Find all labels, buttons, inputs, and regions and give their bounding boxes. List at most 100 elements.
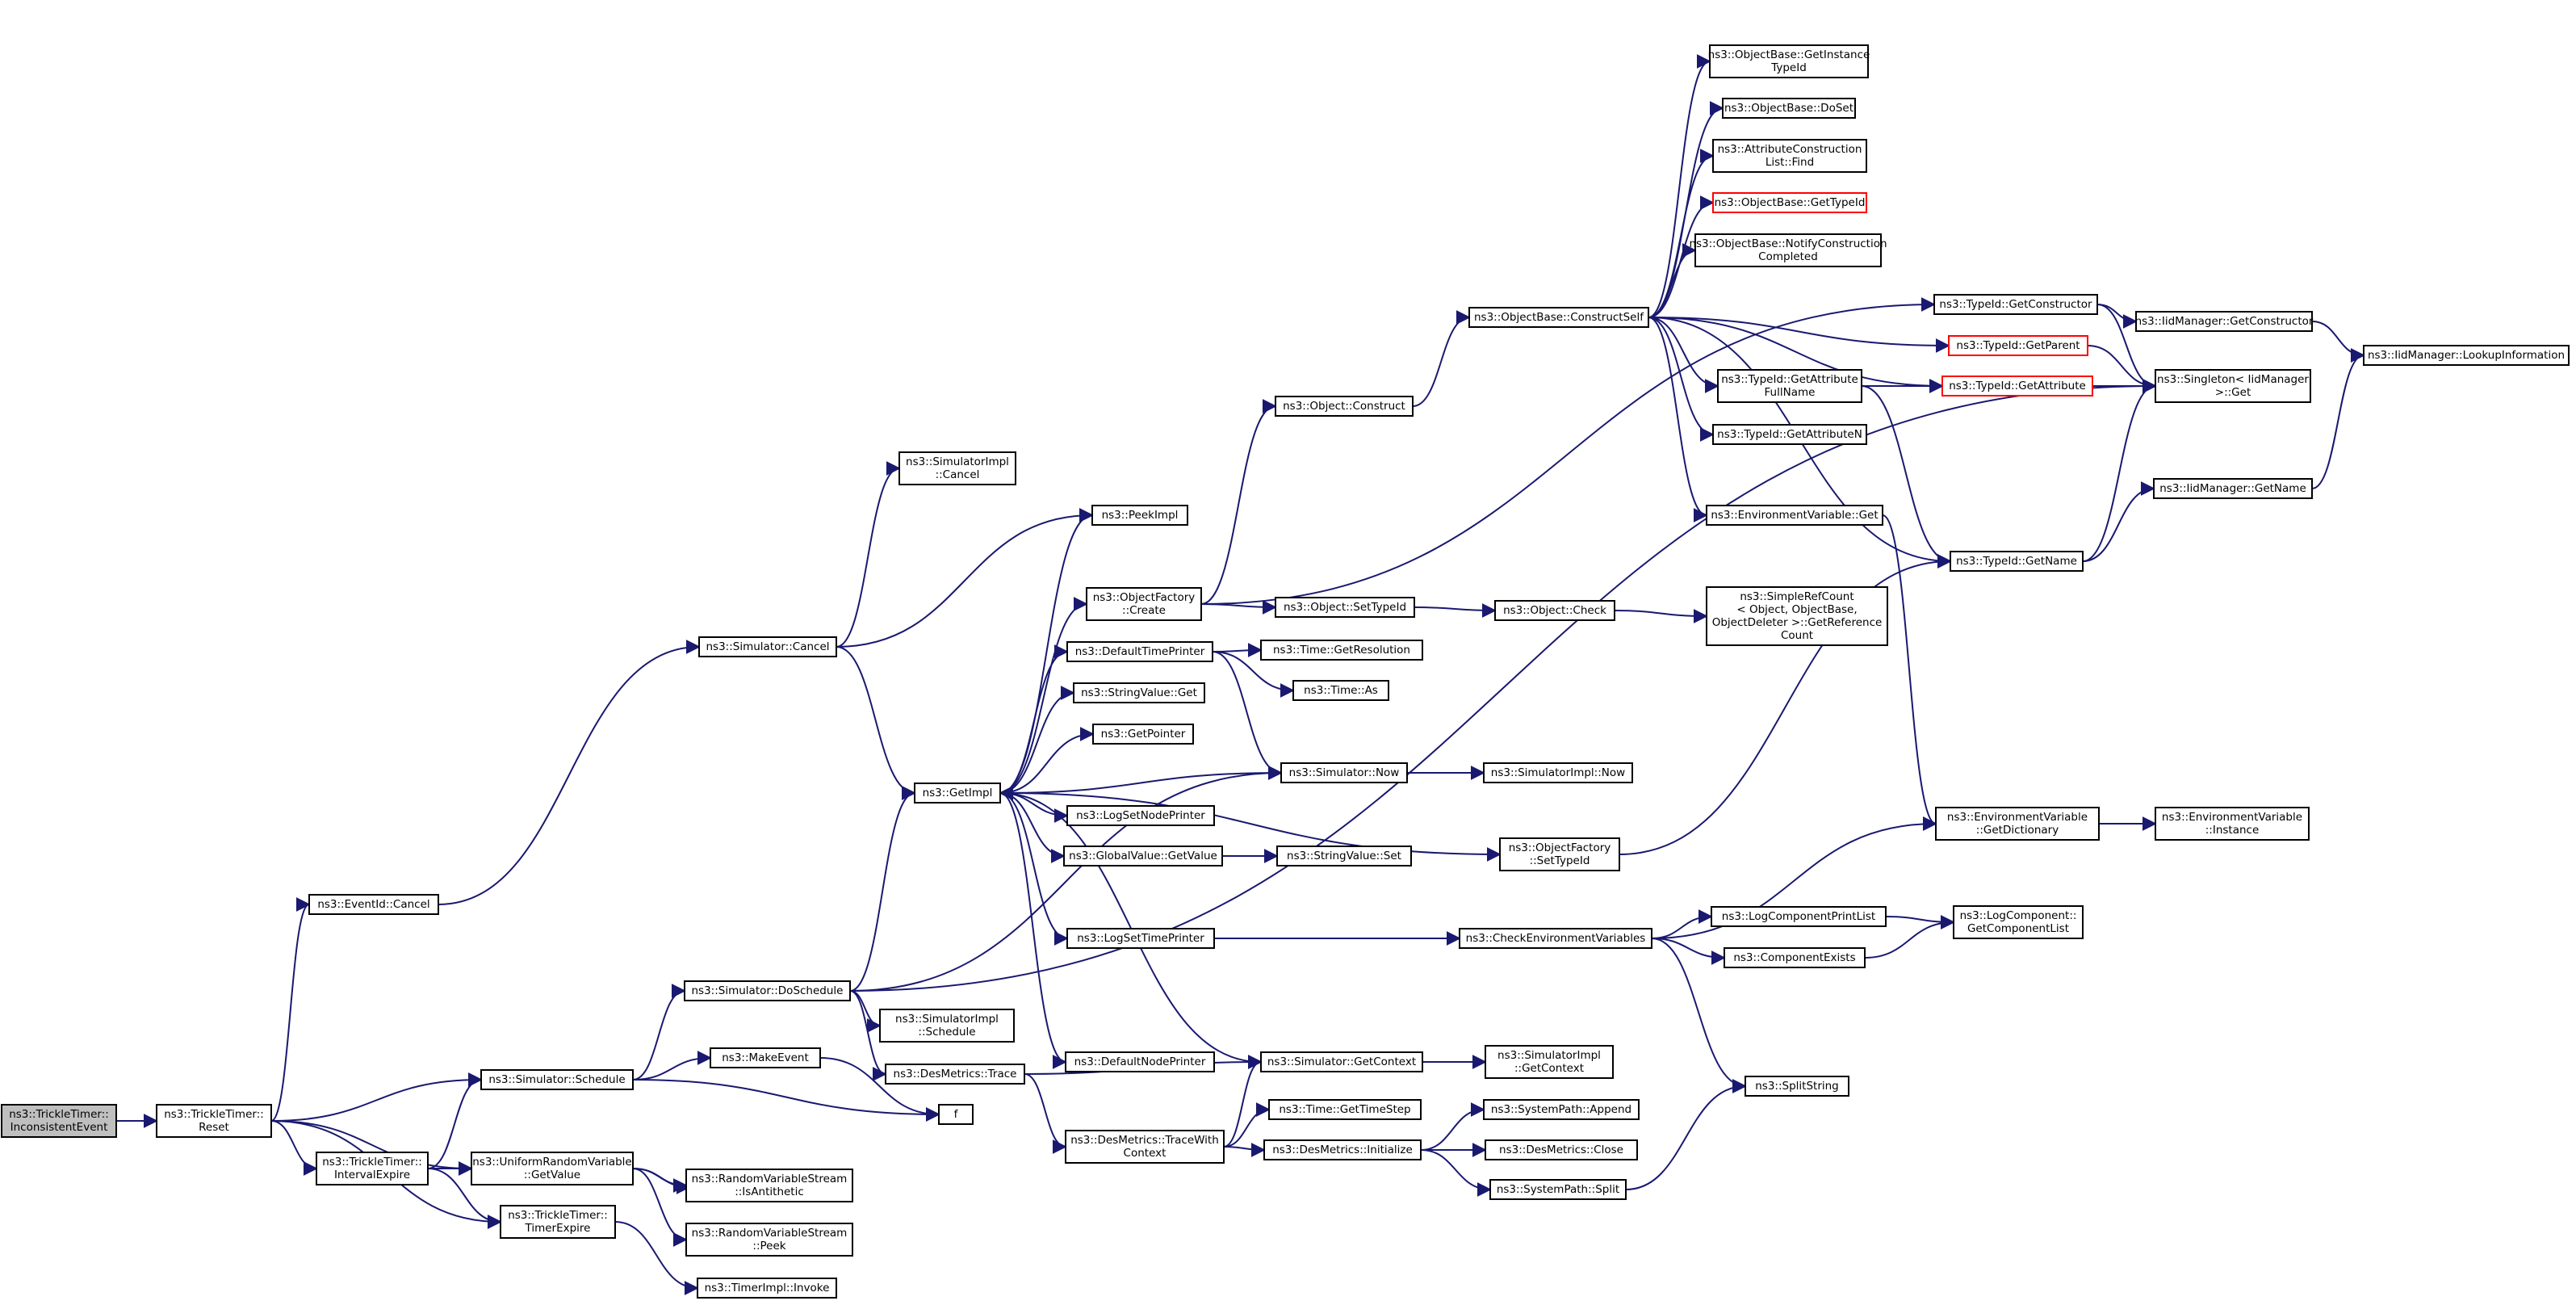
node-box[interactable]	[2153, 478, 2313, 499]
node-systempath_append[interactable]: ns3::SystemPath::Append	[1483, 1099, 1640, 1120]
node-box[interactable]	[1953, 905, 2084, 939]
node-globalvalue_getvalue[interactable]: ns3::GlobalValue::GetValue	[1063, 846, 1223, 867]
node-box[interactable]	[1459, 928, 1652, 949]
node-typeid_getconstructor[interactable]: ns3::TypeId::GetConstructor	[1933, 294, 2098, 315]
node-box[interactable]	[2363, 345, 2570, 366]
node-box[interactable]	[1483, 1099, 1640, 1120]
node-box[interactable]	[685, 1223, 853, 1257]
node-makeevent[interactable]: ns3::MakeEvent	[710, 1047, 821, 1068]
node-box[interactable]	[316, 1152, 429, 1185]
node-box[interactable]	[898, 451, 1016, 485]
node-box[interactable]	[1280, 762, 1408, 783]
node-box[interactable]	[1073, 682, 1205, 703]
node-stringvalue_get[interactable]: ns3::StringValue::Get	[1073, 682, 1205, 703]
node-box[interactable]	[710, 1047, 821, 1068]
node-box[interactable]	[879, 1009, 1015, 1043]
node-timerimpl_invoke[interactable]: ns3::TimerImpl::Invoke	[697, 1278, 837, 1299]
node-box[interactable]	[1724, 947, 1866, 968]
node-sim_cancel[interactable]: ns3::Simulator::Cancel	[698, 636, 837, 657]
node-box[interactable]	[1706, 586, 1888, 646]
node-box[interactable]	[1712, 139, 1867, 173]
node-of_create[interactable]: ns3::ObjectFactory::Create	[1086, 587, 1202, 621]
node-sim_getcontext[interactable]: ns3::Simulator::GetContext	[1260, 1051, 1423, 1072]
node-intervalexpire[interactable]: ns3::TrickleTimer::IntervalExpire	[316, 1152, 429, 1185]
node-box[interactable]	[1065, 1051, 1215, 1072]
node-envvar_get[interactable]: ns3::EnvironmentVariable::Get	[1706, 505, 1883, 526]
node-rvs_peek[interactable]: ns3::RandomVariableStream::Peek	[685, 1223, 853, 1257]
node-box[interactable]	[1485, 1139, 1638, 1160]
node-box[interactable]	[1263, 1139, 1422, 1160]
node-typeid_getattribute[interactable]: ns3::TypeId::GetAttribute	[1941, 376, 2093, 397]
node-box[interactable]	[2155, 369, 2311, 403]
node-time_getresolution[interactable]: ns3::Time::GetResolution	[1260, 640, 1423, 661]
node-box[interactable]	[1275, 396, 1414, 417]
node-simplerefcount[interactable]: ns3::SimpleRefCount< Object, ObjectBase,…	[1706, 586, 1888, 646]
node-box[interactable]	[1260, 1051, 1423, 1072]
node-box[interactable]	[1091, 505, 1188, 526]
node-box[interactable]	[1722, 98, 1856, 119]
node-box[interactable]	[1468, 307, 1649, 328]
node-stringvalue_set[interactable]: ns3::StringValue::Set	[1276, 846, 1412, 867]
node-box[interactable]	[885, 1064, 1025, 1085]
node-defaulttimeprinter[interactable]: ns3::DefaultTimePrinter	[1066, 641, 1213, 662]
node-eventid_cancel[interactable]: ns3::EventId::Cancel	[308, 894, 439, 915]
node-box[interactable]	[1065, 1130, 1225, 1164]
node-box[interactable]	[697, 1278, 837, 1299]
node-f[interactable]: f	[938, 1104, 974, 1125]
node-envvar_instance[interactable]: ns3::EnvironmentVariable::Instance	[2155, 807, 2310, 841]
node-getimpl[interactable]: ns3::GetImpl	[914, 783, 1001, 804]
node-box[interactable]	[1712, 424, 1867, 445]
node-defaultnodeprinter[interactable]: ns3::DefaultNodePrinter	[1065, 1051, 1215, 1072]
node-reset[interactable]: ns3::TrickleTimer::Reset	[156, 1104, 272, 1138]
node-box[interactable]	[1276, 846, 1412, 867]
node-ob_constructself[interactable]: ns3::ObjectBase::ConstructSelf	[1468, 307, 1649, 328]
node-box[interactable]	[1745, 1076, 1849, 1097]
node-envvar_getdictionary[interactable]: ns3::EnvironmentVariable::GetDictionary	[1935, 807, 2100, 841]
node-object_construct[interactable]: ns3::Object::Construct	[1275, 396, 1414, 417]
node-box[interactable]	[1709, 44, 1869, 78]
node-systempath_split[interactable]: ns3::SystemPath::Split	[1489, 1179, 1627, 1200]
node-box[interactable]	[1260, 640, 1423, 661]
node-sim_schedule[interactable]: ns3::Simulator::Schedule	[480, 1069, 634, 1090]
node-typeid_getattributen[interactable]: ns3::TypeId::GetAttributeN	[1712, 424, 1867, 445]
node-box[interactable]	[1066, 928, 1215, 949]
node-box[interactable]	[1066, 805, 1215, 826]
node-object_check[interactable]: ns3::Object::Check	[1494, 600, 1615, 621]
node-sim_now[interactable]: ns3::Simulator::Now	[1280, 762, 1408, 783]
node-urv_getvalue[interactable]: ns3::UniformRandomVariable::GetValue	[471, 1152, 634, 1185]
node-box[interactable]	[1941, 376, 2093, 397]
node-time_gettimestep[interactable]: ns3::Time::GetTimeStep	[1268, 1099, 1422, 1120]
node-logsettimeprinter[interactable]: ns3::LogSetTimePrinter	[1066, 928, 1215, 949]
node-iidmanager_lookupinformation[interactable]: ns3::IidManager::LookupInformation	[2363, 345, 2570, 366]
node-typeid_getparent[interactable]: ns3::TypeId::GetParent	[1948, 335, 2088, 356]
node-logcomponent_getlist[interactable]: ns3::LogComponent::GetComponentList	[1953, 905, 2084, 939]
node-box[interactable]	[1948, 335, 2088, 356]
node-box[interactable]	[685, 1169, 853, 1202]
node-box[interactable]	[684, 980, 851, 1001]
node-typeid_getname[interactable]: ns3::TypeId::GetName	[1950, 551, 2084, 572]
node-box[interactable]	[1933, 294, 2098, 315]
node-simimpl_cancel[interactable]: ns3::SimulatorImpl::Cancel	[898, 451, 1016, 485]
node-desmetrics_close[interactable]: ns3::DesMetrics::Close	[1485, 1139, 1638, 1160]
node-iidmanager_getname[interactable]: ns3::IidManager::GetName	[2153, 478, 2313, 499]
node-simimpl_getcontext[interactable]: ns3::SimulatorImpl::GetContext	[1485, 1045, 1614, 1079]
node-ob_gettypeid[interactable]: ns3::ObjectBase::GetTypeId	[1712, 192, 1867, 213]
node-box[interactable]	[1712, 192, 1867, 213]
node-logcomponentprintlist[interactable]: ns3::LogComponentPrintList	[1711, 906, 1887, 927]
node-box[interactable]	[1268, 1099, 1422, 1120]
node-box[interactable]	[1485, 1045, 1614, 1079]
node-ob_notifyconstruction[interactable]: ns3::ObjectBase::NotifyConstructionCompl…	[1689, 233, 1887, 267]
node-box[interactable]	[1275, 597, 1415, 618]
node-splitstring[interactable]: ns3::SplitString	[1745, 1076, 1849, 1097]
node-time_as[interactable]: ns3::Time::As	[1292, 680, 1389, 701]
node-singleton_get[interactable]: ns3::Singleton< IidManager>::Get	[2155, 369, 2311, 403]
node-box[interactable]	[1711, 906, 1887, 927]
node-timerexpire[interactable]: ns3::TrickleTimer::TimerExpire	[500, 1205, 616, 1239]
node-box[interactable]	[1489, 1179, 1627, 1200]
node-box[interactable]	[308, 894, 439, 915]
node-box[interactable]	[1092, 724, 1194, 745]
node-box[interactable]	[1066, 641, 1213, 662]
node-desmetrics_trace[interactable]: ns3::DesMetrics::Trace	[885, 1064, 1025, 1085]
